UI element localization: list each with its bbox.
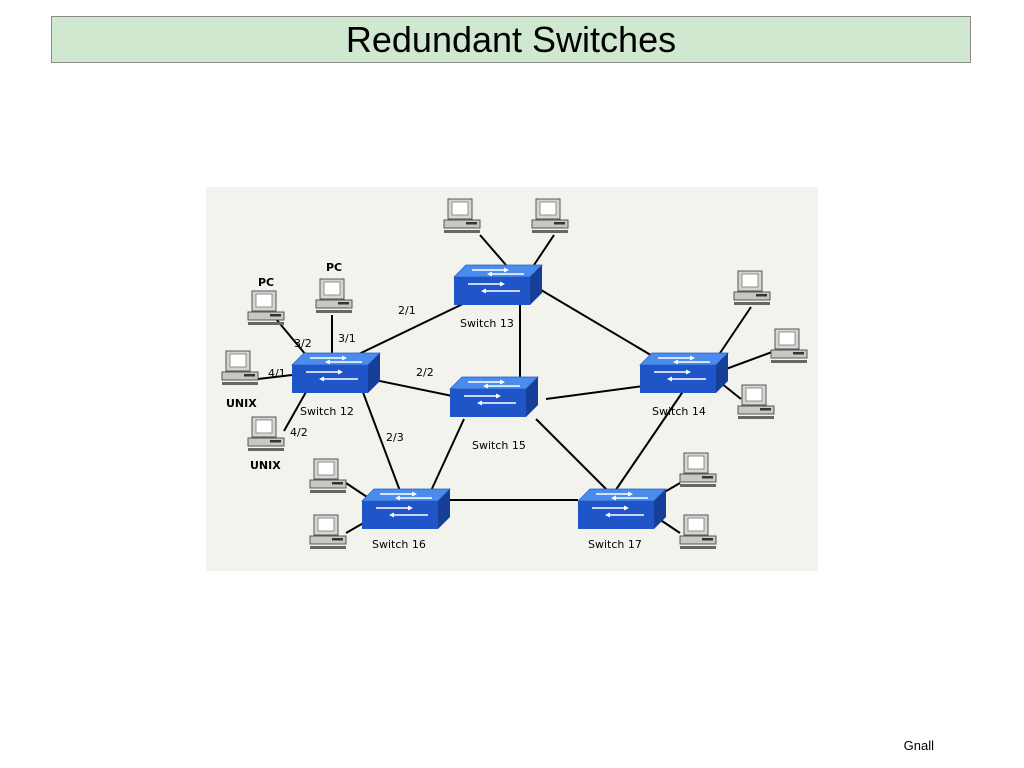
link-pc-s14-mid <box>725 351 773 370</box>
network-switch-icon <box>449 376 539 418</box>
workstation-icon <box>443 198 481 234</box>
port-label-3-1: 3/1 <box>338 332 356 345</box>
link-unix-a-s12 <box>257 374 293 380</box>
workstation-icon <box>770 328 808 364</box>
port-label-2-3: 2/3 <box>386 431 404 444</box>
link-s13-s14 <box>535 286 672 368</box>
link-s15-s17 <box>535 418 617 500</box>
switch-16-label: Switch 16 <box>372 538 426 551</box>
link-s14-s17 <box>610 386 687 498</box>
link-pc-s14-top <box>715 306 752 360</box>
workstation-icon <box>247 290 285 326</box>
link-pc-s14-bot <box>720 382 742 400</box>
switch-17-label: Switch 17 <box>588 538 642 551</box>
link-pc-top-right <box>533 234 555 266</box>
network-switch-icon <box>361 488 451 530</box>
link-unix-b-s12 <box>283 391 307 432</box>
link-pc-top-left <box>479 234 507 266</box>
workstation-icon <box>309 514 347 550</box>
slide-title: Redundant Switches <box>345 19 677 60</box>
host-label-unix-a: UNIX <box>226 397 257 410</box>
port-label-4-2: 4/2 <box>290 426 308 439</box>
port-label-4-1: 4/1 <box>268 367 286 380</box>
footer-text: Gnall <box>903 738 934 753</box>
link-s15-s16 <box>429 418 465 494</box>
workstation-icon <box>733 270 771 306</box>
host-label-pc-a: PC <box>258 276 274 289</box>
workstation-icon <box>247 416 285 452</box>
workstation-icon <box>315 278 353 314</box>
network-switch-icon <box>453 264 543 306</box>
workstation-icon <box>679 452 717 488</box>
link-s12-s16 <box>360 386 407 508</box>
switch-13-label: Switch 13 <box>460 317 514 330</box>
workstation-icon <box>221 350 259 386</box>
network-diagram-svg: Switch 13 Switch 12 Switch 15 Switch 14 … <box>221 198 808 551</box>
network-switch-icon <box>639 352 729 394</box>
workstation-icon <box>679 514 717 550</box>
network-switch-icon <box>577 488 667 530</box>
workstation-icon <box>531 198 569 234</box>
port-label-3-2: 3/2 <box>294 337 312 350</box>
switch-12-label: Switch 12 <box>300 405 354 418</box>
network-switch-icon <box>291 352 381 394</box>
workstation-icon <box>309 458 347 494</box>
network-diagram: Switch 13 Switch 12 Switch 15 Switch 14 … <box>206 187 818 571</box>
host-label-unix-b: UNIX <box>250 459 281 472</box>
switch-14-label: Switch 14 <box>652 405 706 418</box>
workstation-icon <box>737 384 775 420</box>
switch-15-label: Switch 15 <box>472 439 526 452</box>
host-label-pc-b: PC <box>326 261 342 274</box>
port-label-2-1: 2/1 <box>398 304 416 317</box>
slide-title-bar: Redundant Switches <box>51 16 971 63</box>
port-label-2-2: 2/2 <box>416 366 434 379</box>
